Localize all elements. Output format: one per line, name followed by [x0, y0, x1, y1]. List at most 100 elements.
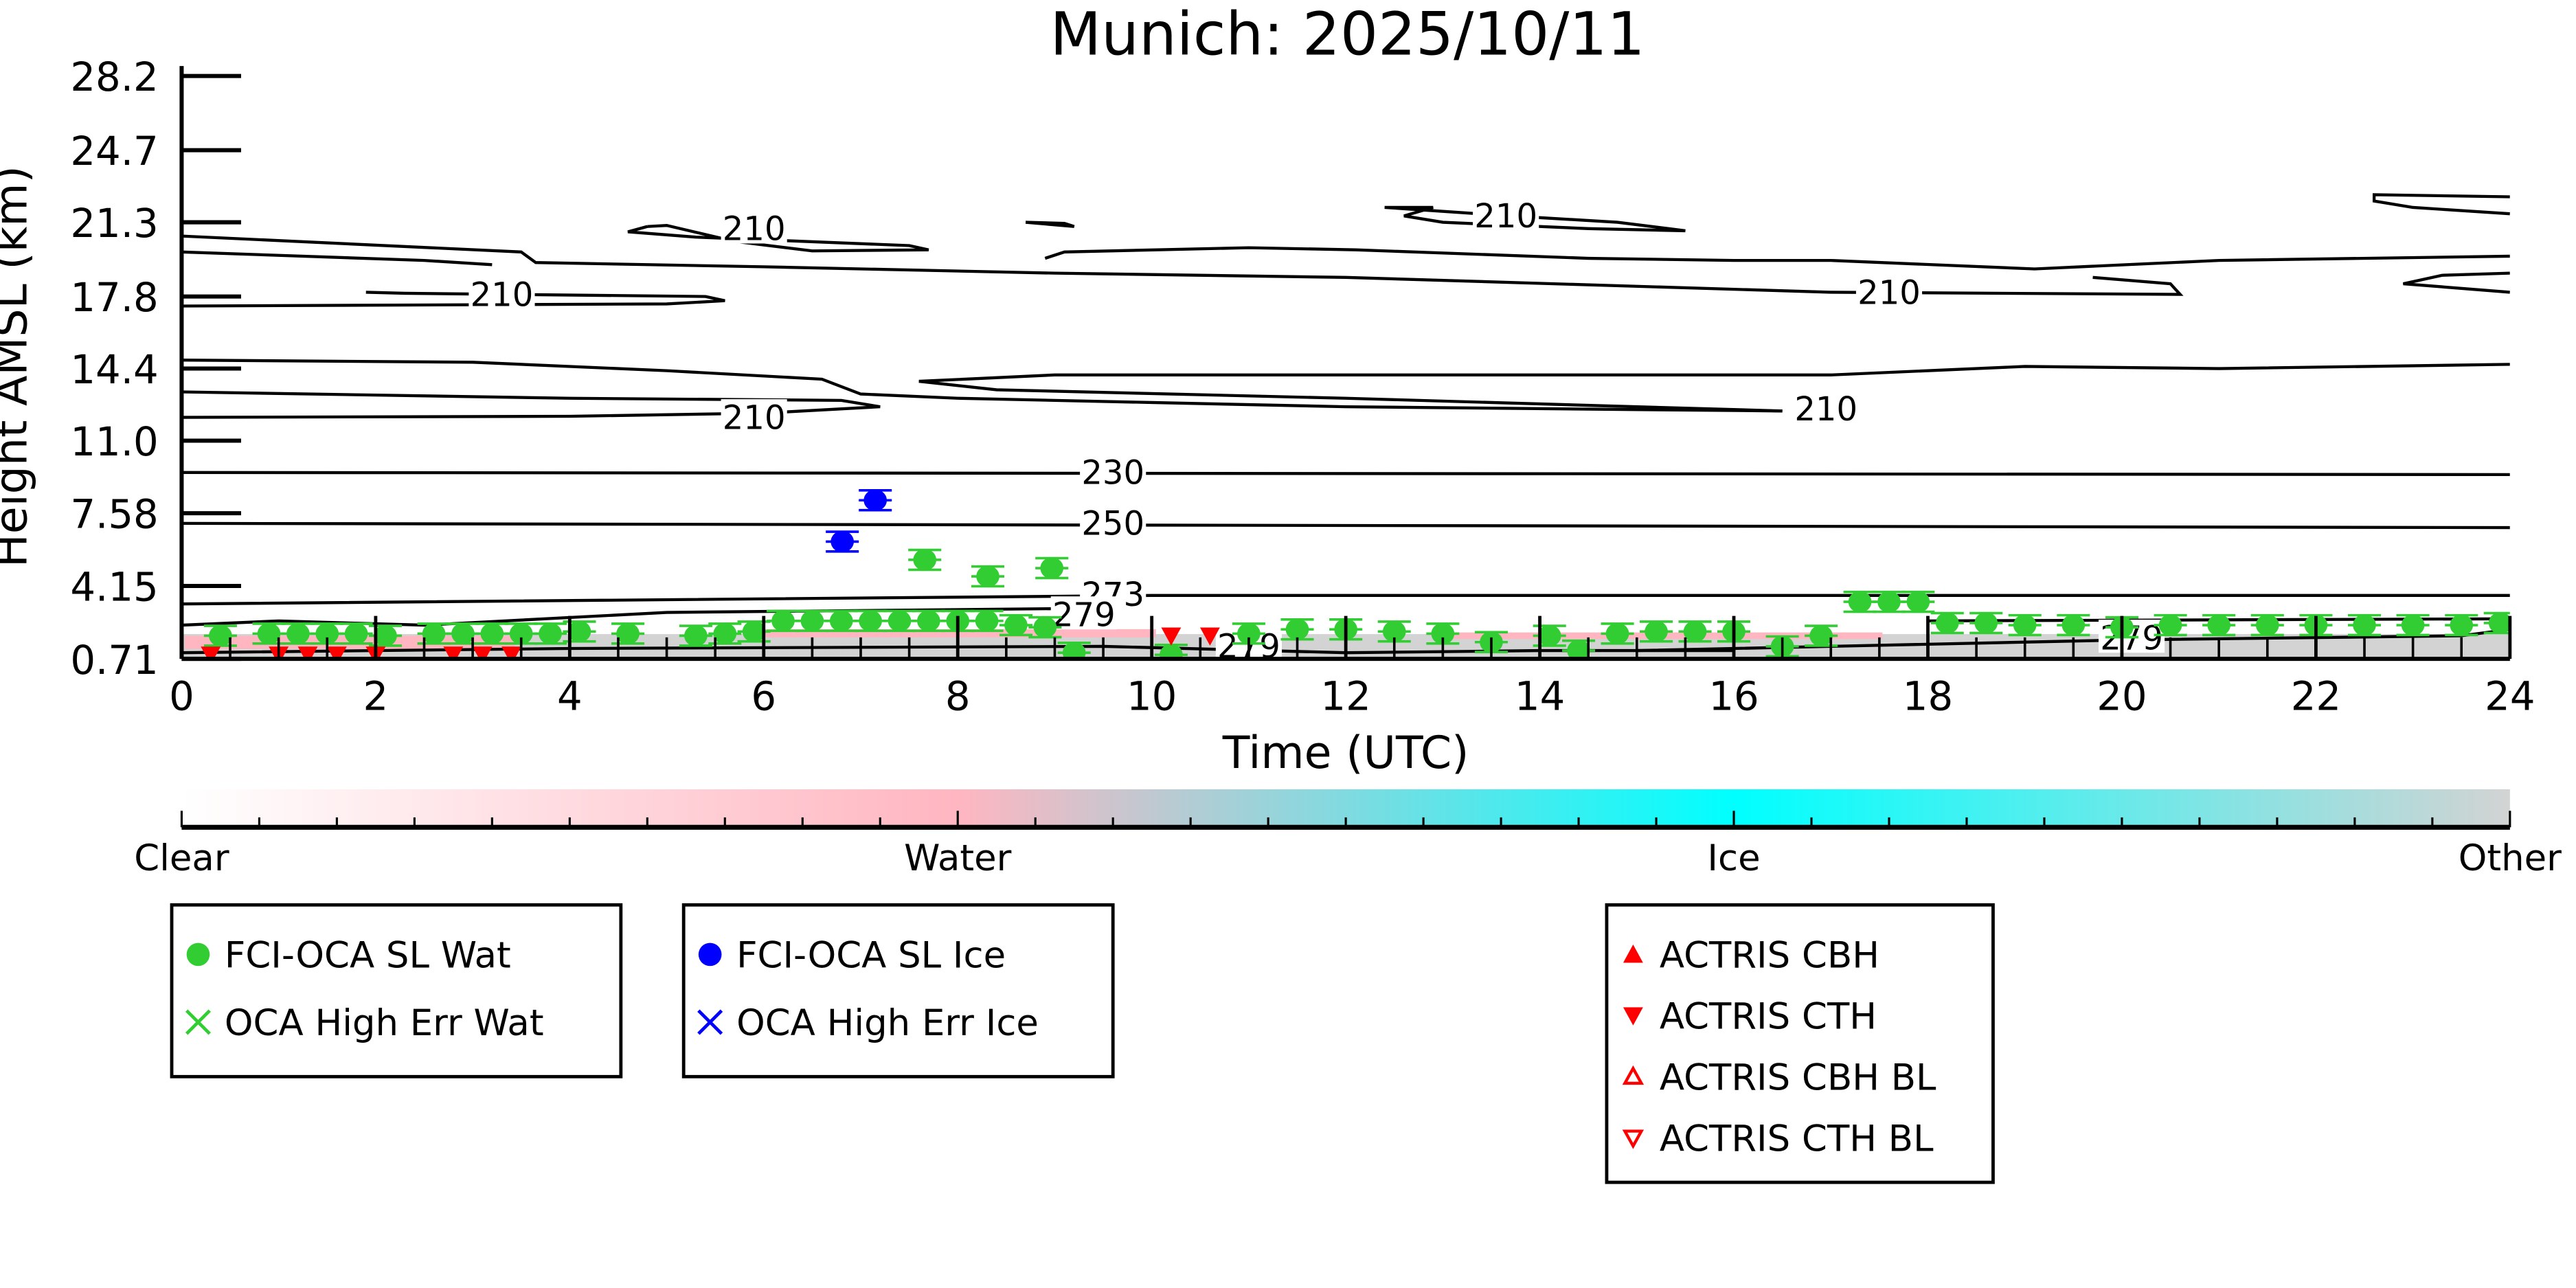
- contour-230: [181, 471, 2510, 477]
- data-point: [1974, 612, 1998, 634]
- data-point: [1935, 612, 1959, 634]
- data-point: [800, 610, 824, 632]
- data-point: [1237, 622, 1261, 645]
- data-point: [976, 565, 999, 587]
- x-tick-label: 20: [2097, 673, 2147, 720]
- data-point: [2207, 614, 2230, 636]
- x-tick-label: 0: [169, 673, 194, 720]
- data-point: [863, 489, 888, 511]
- contour-label-bg: [468, 276, 535, 310]
- contour-210: [181, 390, 881, 419]
- y-tick-label: 28.2: [70, 54, 158, 100]
- colorbar-label: Other: [2459, 837, 2562, 879]
- legend-label: ACTRIS CTH: [1660, 996, 1877, 1038]
- x-tick-label: 4: [557, 673, 583, 720]
- data-point: [771, 610, 795, 632]
- data-point: [509, 622, 533, 645]
- y-tick-label: 7.58: [70, 491, 158, 538]
- contour-label-bg: [1050, 596, 1117, 630]
- legend-label: FCI-OCA SL Ice: [736, 935, 1006, 977]
- y-tick-label: 14.4: [70, 346, 158, 393]
- legend-marker-triangle-down-icon: [1623, 1007, 1643, 1026]
- data-point: [1062, 642, 1086, 659]
- data-point: [297, 646, 318, 659]
- y-tick-label: 21.3: [70, 200, 158, 247]
- data-point: [344, 622, 368, 645]
- data-point: [472, 646, 493, 659]
- contour-210: [1384, 205, 1686, 233]
- data-point: [616, 622, 640, 645]
- data-point: [209, 624, 232, 647]
- legend-marker-circle-icon: [186, 942, 210, 967]
- data-point: [1848, 591, 1872, 613]
- data-point: [2450, 614, 2474, 636]
- data-point: [859, 610, 882, 632]
- legend-marker-x-icon: [185, 1009, 211, 1035]
- y-tick-label: 4.15: [70, 564, 158, 611]
- data-point: [1431, 622, 1455, 645]
- contour-210: [181, 359, 1783, 413]
- contour-210: [1025, 221, 1075, 228]
- x-tick-label: 14: [1515, 673, 1565, 720]
- legend-marker-circle-icon: [698, 942, 722, 967]
- contour-210: [2403, 271, 2510, 294]
- data-point: [315, 622, 339, 645]
- x-tick-label: 8: [945, 673, 971, 720]
- data-point: [201, 646, 221, 659]
- data-point: [451, 622, 475, 645]
- colorbar-label: Ice: [1707, 837, 1760, 879]
- y-tick-label: 17.8: [70, 274, 158, 321]
- data-point: [1033, 616, 1057, 638]
- contour-label-bg: [721, 210, 787, 244]
- data-point: [1040, 557, 1064, 579]
- data-point: [684, 624, 708, 647]
- contour-210: [181, 250, 493, 267]
- data-point: [742, 620, 766, 642]
- data-point: [422, 622, 446, 645]
- x-tick-label: 22: [2291, 673, 2341, 720]
- contour-label: 210: [471, 275, 534, 314]
- x-tick-label: 12: [1320, 673, 1370, 720]
- contour-210: [1044, 246, 2510, 271]
- data-point: [257, 622, 281, 645]
- legend-label: ACTRIS CBH: [1660, 935, 1879, 977]
- legend-frame: [1605, 903, 1995, 1184]
- data-point: [539, 622, 562, 645]
- colorbar-label: Water: [904, 837, 1012, 879]
- contour-label-bg: [1080, 505, 1146, 539]
- data-point: [1683, 620, 1707, 642]
- contour-273: [181, 594, 2510, 606]
- x-tick-label: 2: [363, 673, 389, 720]
- data-point: [1877, 591, 1901, 613]
- legend-label: FCI-OCA SL Wat: [225, 935, 511, 977]
- data-point: [567, 620, 591, 642]
- contour-label-bg: [721, 399, 787, 433]
- x-tick-label: 18: [1903, 673, 1953, 720]
- legend-marker-triangle-up-icon: [1623, 945, 1643, 963]
- data-point: [2353, 614, 2376, 636]
- legend-label: OCA High Err Wat: [225, 1002, 544, 1044]
- chart-title: Munich: 2025/10/11: [1050, 0, 1645, 69]
- data-point: [713, 622, 737, 645]
- legend-frame: [681, 903, 1115, 1078]
- data-point: [975, 610, 999, 632]
- data-point: [1161, 627, 1182, 646]
- legend-label: ACTRIS CTH BL: [1660, 1118, 1934, 1160]
- contour-label: 210: [1474, 197, 1537, 236]
- contour-210: [2372, 193, 2510, 216]
- data-point: [1906, 591, 1930, 613]
- data-point: [286, 622, 310, 645]
- contour-label: 250: [1081, 505, 1144, 543]
- y-axis-title: Height AMSL (km): [0, 166, 37, 567]
- legend-label: OCA High Err Ice: [736, 1002, 1039, 1044]
- contour-210: [918, 379, 1783, 413]
- contour-250: [181, 521, 2510, 530]
- legend-marker-x-icon: [697, 1009, 723, 1035]
- data-point: [1004, 614, 1028, 636]
- contour-label-bg: [1855, 273, 1923, 308]
- y-tick-label: 0.71: [70, 637, 158, 683]
